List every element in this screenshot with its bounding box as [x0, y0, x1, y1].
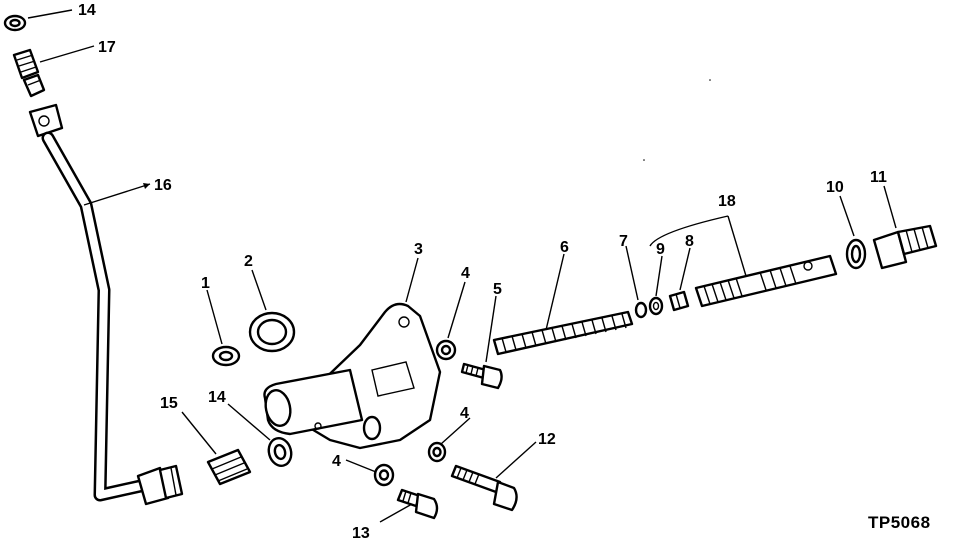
part-17-fitting	[12, 48, 46, 98]
label-14-lower: 14	[208, 389, 226, 406]
part-18-spool	[694, 254, 838, 308]
label-17: 17	[98, 39, 116, 56]
part-4-washer-middle	[427, 441, 447, 463]
part-1-washer	[211, 345, 241, 367]
part-5-bolt	[460, 362, 503, 390]
part-9-ring	[648, 296, 664, 316]
label-18: 18	[718, 193, 736, 210]
label-4-middle: 4	[460, 405, 469, 422]
label-15: 15	[160, 395, 178, 412]
label-5: 5	[493, 281, 502, 298]
label-11: 11	[870, 169, 887, 186]
callout-labels: 14 17 16 1 2 3 4 5 6 7 9 8 18 10 11 4 4 …	[78, 2, 887, 540]
part-7-ring	[634, 301, 648, 319]
stray-dot	[709, 79, 711, 81]
part-13-bolt	[396, 488, 439, 520]
label-8: 8	[685, 233, 694, 250]
label-6: 6	[560, 239, 569, 256]
part-14-washer-lower	[267, 436, 293, 468]
part-11-plug	[872, 224, 938, 270]
part-4-washer-lower	[373, 463, 395, 487]
part-14-washer-top	[3, 14, 27, 32]
part-4-washer-upper	[435, 339, 457, 361]
part-16-tube	[28, 103, 184, 506]
stray-dot	[643, 159, 645, 161]
label-9: 9	[656, 241, 665, 258]
label-4-lower: 4	[332, 453, 341, 470]
part-15-nut	[206, 448, 252, 486]
label-1: 1	[201, 275, 210, 292]
label-3: 3	[414, 241, 423, 258]
label-16: 16	[154, 177, 172, 194]
label-13: 13	[352, 525, 370, 540]
leader-lines	[27, 9, 897, 523]
part-2-o-ring	[248, 311, 296, 353]
label-2: 2	[244, 253, 253, 270]
label-14-top: 14	[78, 2, 96, 19]
part-8-collar	[668, 290, 690, 312]
part-12-bolt	[450, 464, 518, 512]
part-6-spring	[492, 310, 634, 356]
figure-code: TP5068	[868, 513, 931, 532]
part-10-o-ring	[845, 238, 867, 270]
part-3-valve-housing	[263, 302, 442, 450]
label-4-upper: 4	[461, 265, 470, 282]
label-10: 10	[826, 179, 844, 196]
label-7: 7	[619, 233, 628, 250]
label-12: 12	[538, 431, 556, 448]
